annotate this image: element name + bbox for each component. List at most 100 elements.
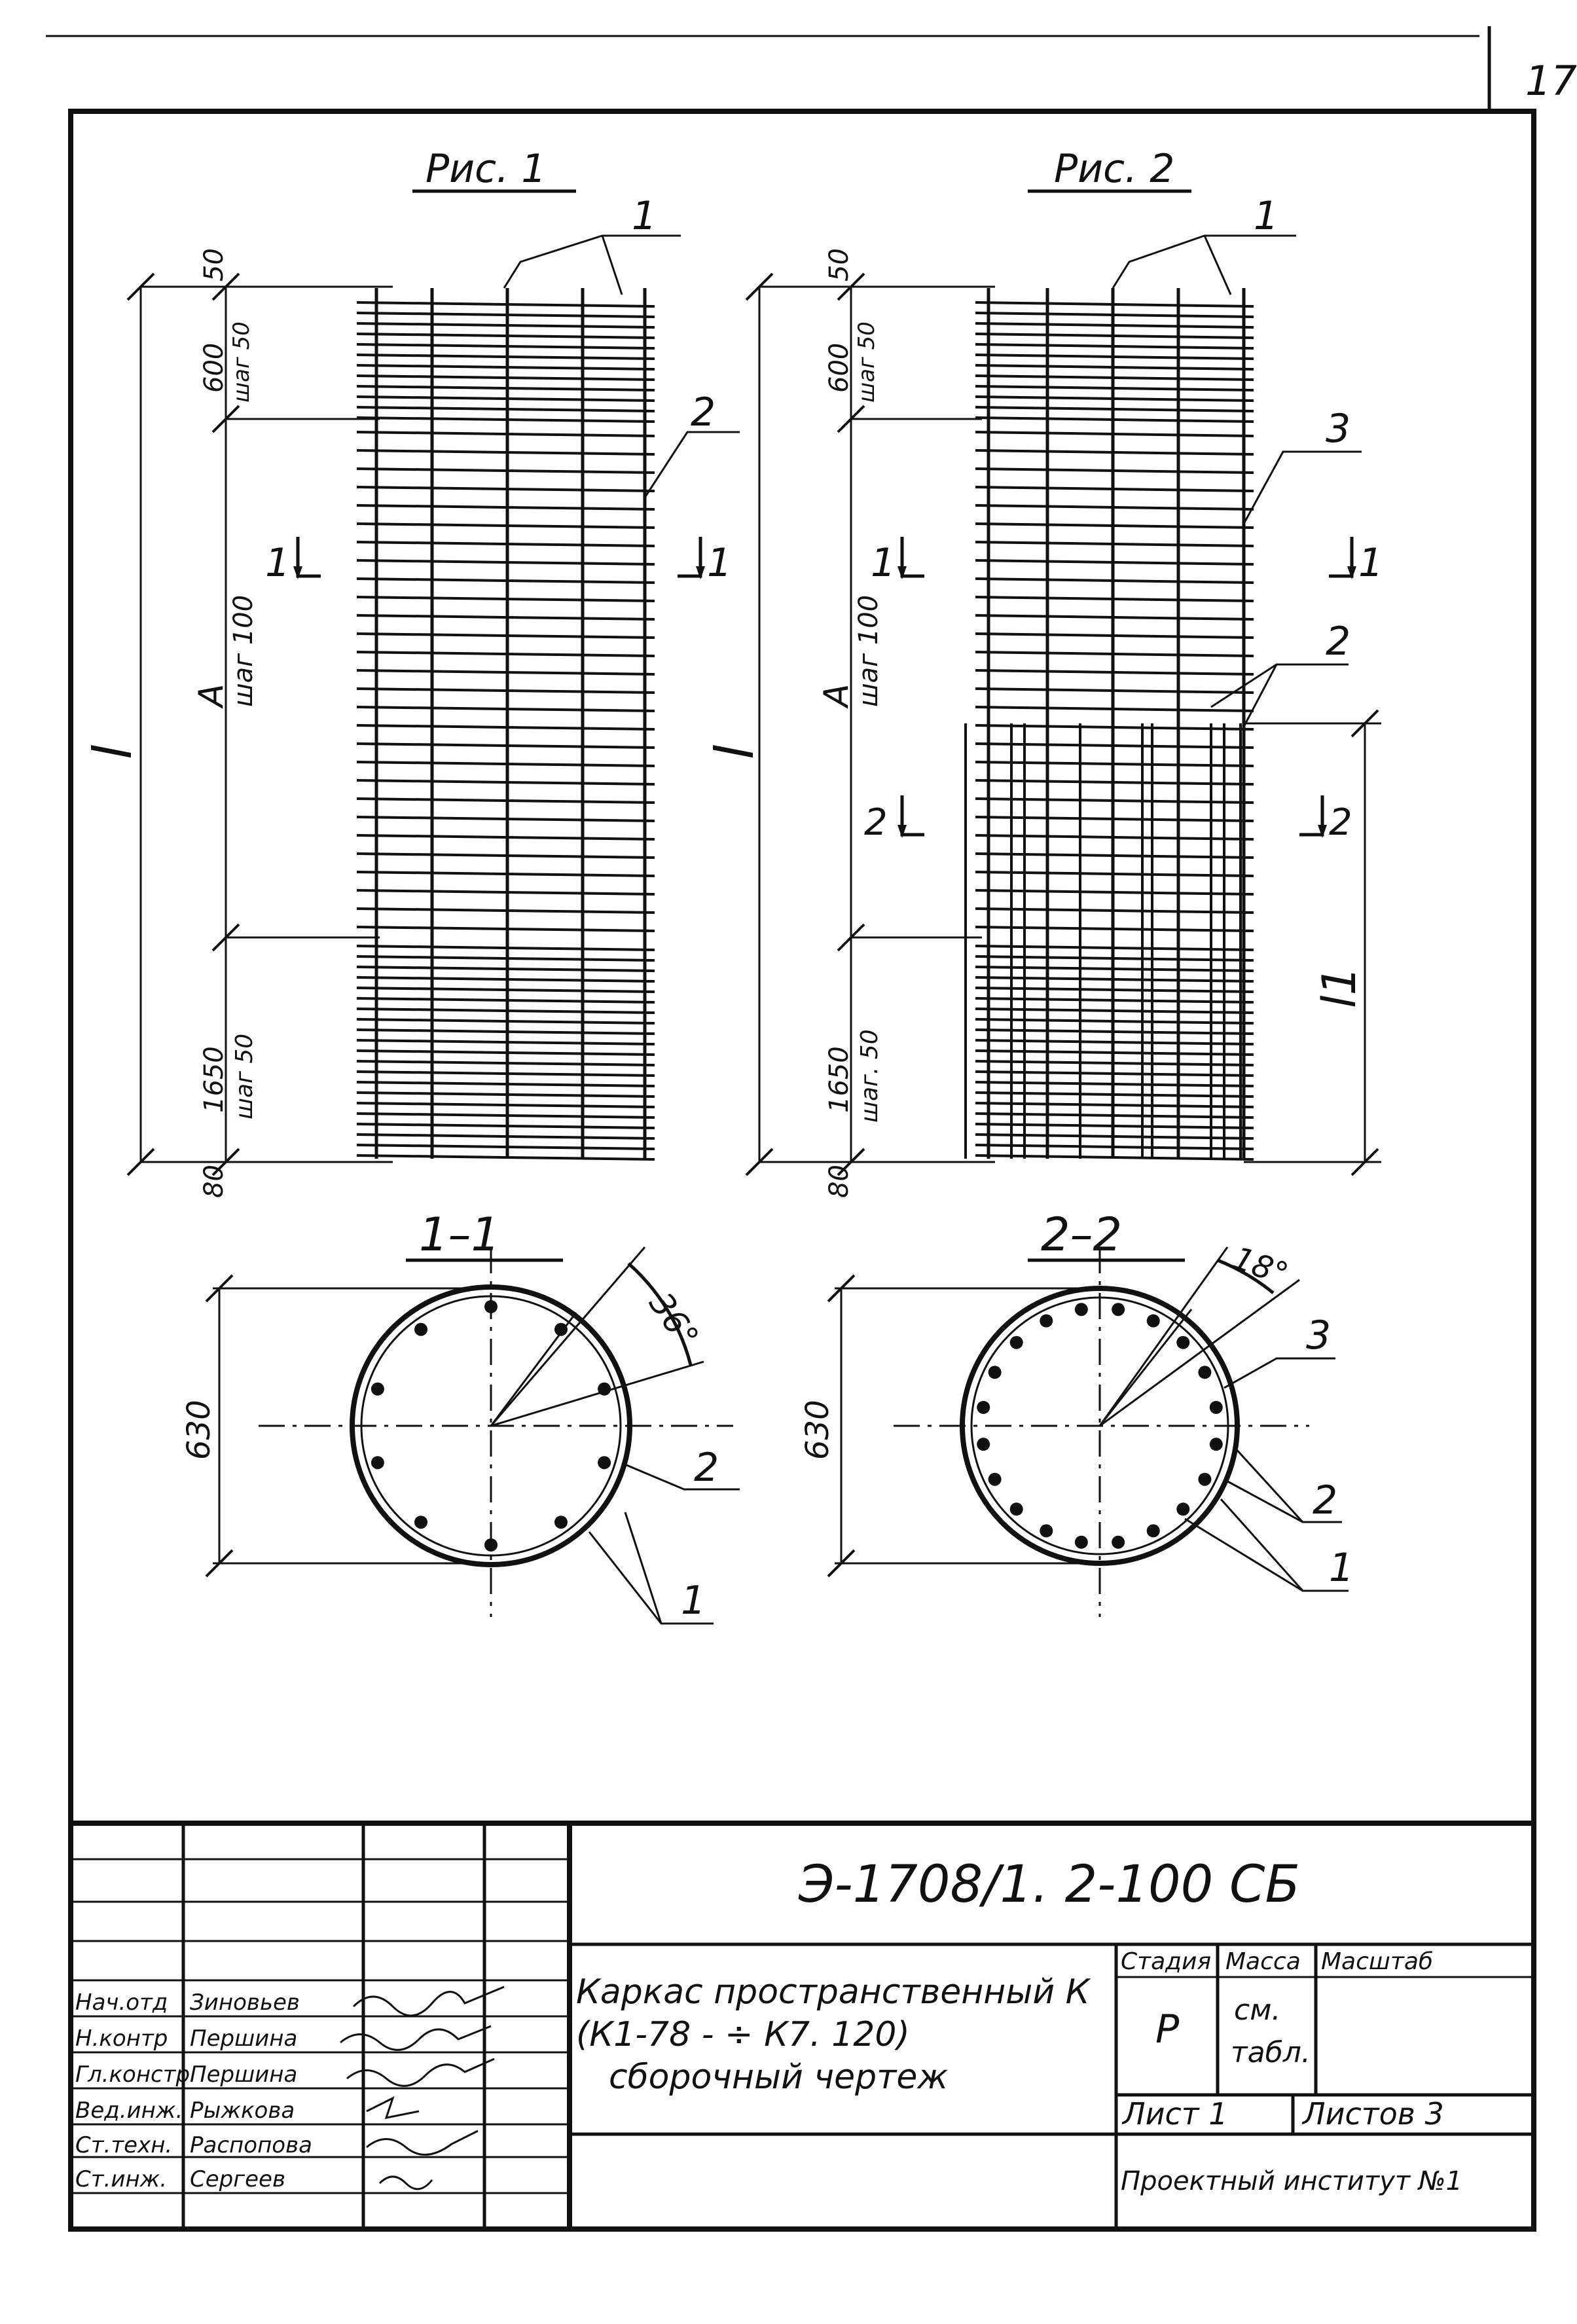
section-1-diameter: 630 [181,1400,217,1460]
fig2-bottom-offset: 80 [824,1165,854,1198]
section-2-bars [977,1303,1223,1549]
spiral-turn [356,907,655,914]
document-code: Э-1708/1. 2-100 СБ [798,1855,1300,1914]
fig1-mid-span: A [192,683,231,709]
spiral-turn [356,596,655,602]
section-1-title: 1–1 [419,1208,500,1262]
spiral-turn [356,312,655,318]
fig2-section-mark-right-2 [1299,795,1324,837]
spiral-turn [975,395,1254,402]
spiral-turn [975,596,1254,602]
fig1-section-mark-right [678,537,702,578]
longitudinal-bar-dot [988,1472,1002,1486]
description-line-1: Каркас пространственный К [576,1972,1091,2012]
spiral-turn [975,522,1254,529]
spiral-turn [356,364,655,371]
section-2-title: 2–2 [1041,1208,1122,1262]
spiral-turn [356,945,655,951]
fig2-l1-length: l1 [1313,966,1366,1008]
longitudinal-bar-dot [371,1382,384,1396]
spiral-turn [975,333,1254,339]
spiral-turn [356,449,655,456]
spiral-turn [975,761,1254,767]
fig1-top-step: шаг 50 [228,321,255,403]
scale-header: Масштаб [1321,1948,1433,1975]
spiral-turn [975,354,1254,360]
spiral-turn [356,343,655,350]
spiral-turn [975,834,1254,841]
fig2-callout-1-leader [1112,234,1296,289]
fig1-callout-2-leader [643,431,740,498]
spiral-turn [975,541,1254,547]
spiral-turn [356,577,655,584]
spiral-turn [356,955,655,962]
spiral-turn [975,1008,1254,1014]
longitudinal-bar-dot [1040,1314,1053,1328]
section-1-callout-2: 2 [694,1445,719,1491]
longitudinal-bar-dot [1040,1524,1053,1538]
spiral-turn [356,669,655,676]
mass-value-2: табл. [1231,2036,1311,2069]
spiral-turn [356,966,655,972]
spiral-turn [356,871,655,877]
spiral-turn [356,687,655,694]
fig1-top-span: 600 [199,343,229,393]
section-2-callout-3: 3 [1306,1313,1331,1358]
longitudinal-bar-dot [1112,1303,1125,1316]
spiral-turn [975,1081,1254,1087]
spiral-turn [356,1039,655,1045]
spiral-turn [975,1049,1254,1056]
fig2-section-mark-left-2: 2 [864,801,888,844]
spiral-turn [356,1112,655,1119]
longitudinal-bar-dot [1146,1524,1160,1538]
fig1-callout-1-leader [503,234,681,289]
spiral-turn [356,724,655,731]
spiral-turn [356,541,655,547]
spiral-turn [975,1070,1254,1077]
longitudinal-bar-dot [1009,1502,1023,1516]
sig-name-5: Распопова [190,2132,312,2158]
longitudinal-bar-dot [1009,1335,1023,1349]
spiral-turn [975,1144,1254,1150]
fig1-title: Рис. 1 [426,146,546,192]
spiral-turn [975,374,1254,381]
spiral-turn [975,406,1254,412]
organization: Проектный институт №1 [1121,2166,1462,2196]
fig2-overall-length: l [704,745,765,759]
spiral-turn [356,322,655,329]
spiral-turn [975,385,1254,391]
spiral-turn [975,416,1254,423]
spiral-turn [975,1060,1254,1066]
fig2-bottom-span: 1650 [824,1046,854,1113]
fig1-section-mark-left: 1 [265,540,290,586]
spiral-turn [975,322,1254,329]
spiral-turn [975,577,1254,584]
spiral-turn [356,651,655,657]
section-1-spiral-outer [350,1284,632,1567]
section-1-1: 1–1 36° 630 2 1 [181,1208,740,1625]
section-1-callout-2-leader [621,1462,740,1491]
fig2-top-offset: 50 [824,248,854,281]
spiral-turn [356,1102,655,1108]
spiral-turn [356,742,655,749]
sig-role-3: Гл.констр [75,2061,190,2088]
spiral-turn [356,1008,655,1014]
sig-role-1: Нач.отд [75,1989,168,2016]
spiral-turn [356,997,655,1004]
spiral-turn [975,343,1254,350]
drawing-frame [68,109,1536,2232]
fig2-dimension-chain [745,272,1381,1176]
sheets-label: Листов 3 [1301,2096,1444,2132]
section-2-2: 2–2 18° 630 3 2 1 [799,1208,1354,1617]
spiral-turn [975,301,1254,308]
spiral-turn [975,651,1254,657]
fig2-callout-3-leader [1242,450,1362,524]
longitudinal-bar-dot [1209,1438,1223,1451]
section-1-rays [490,1246,704,1427]
longitudinal-bar-dot [1074,1535,1088,1549]
fig2-callout-1: 1 [1254,193,1278,239]
spiral-turn [975,871,1254,877]
spiral-turn [975,724,1254,731]
spiral-turn [356,395,655,402]
